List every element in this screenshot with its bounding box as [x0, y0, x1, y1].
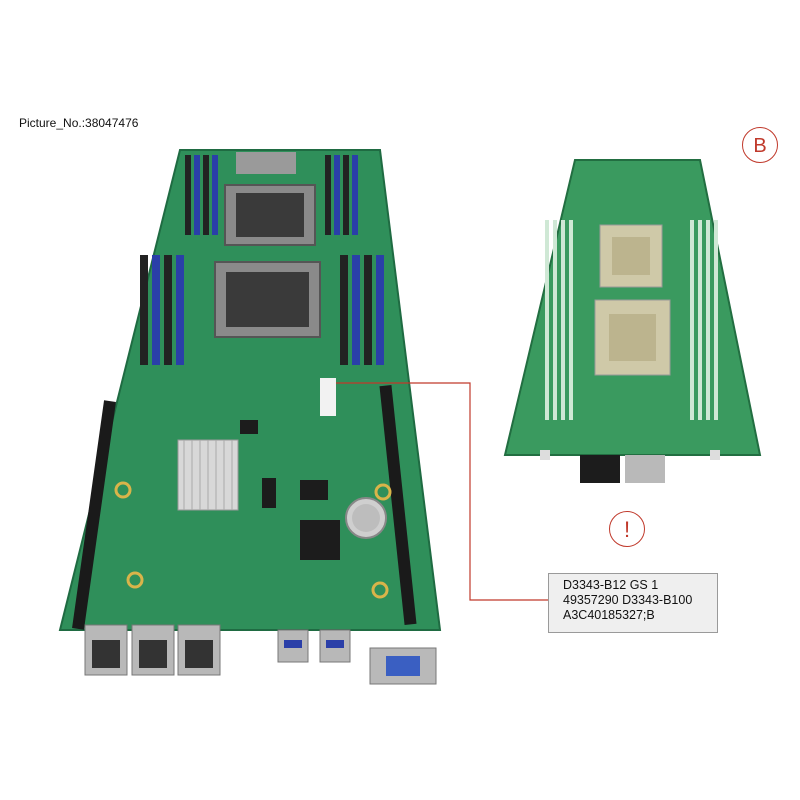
callout-marker-b: B: [742, 127, 778, 163]
warning-marker: !: [609, 511, 645, 547]
label-line-1: D3343-B12 GS 1: [563, 578, 659, 592]
part-label-closeup: D3343-B12 GS 1 49357290 D3343-B100 A3C40…: [548, 573, 718, 633]
picture-number-caption: Picture_No.:38047476: [19, 116, 139, 130]
label-line-2: 49357290 D3343-B100: [563, 593, 693, 607]
label-line-3: A3C40185327;B: [563, 608, 655, 622]
